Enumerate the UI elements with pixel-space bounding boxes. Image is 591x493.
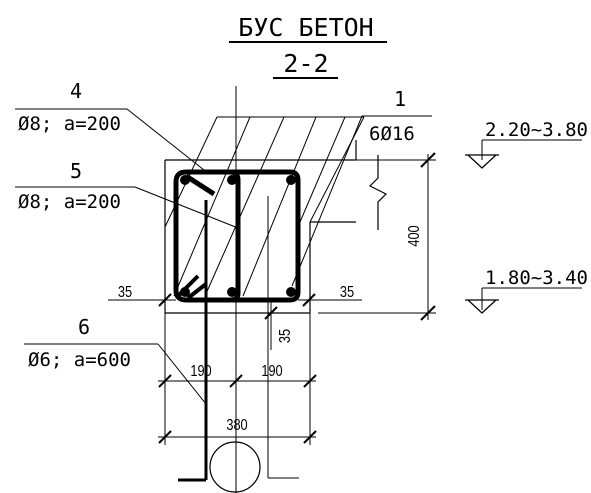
dim-half-right: 190 [261,363,282,381]
callout-4-number: 4 [70,79,82,103]
level-mark-top: 2.20~3.80 [465,119,588,169]
callout-1-spec: 6Ø16 [369,123,415,145]
callout-1-pointer [291,115,363,287]
title-section: 2-2 [283,49,328,78]
callout-6-number: 6 [78,315,90,339]
stirrup-4 [173,169,241,303]
callout-4-spec: Ø8; a=200 [18,113,121,135]
dim-cover-right: 35 [340,284,354,302]
dim-height: 400 [406,225,424,246]
beam-outline [164,140,388,314]
level-top-label: 2.20~3.80 [485,119,588,141]
break-symbol [368,155,388,230]
width-dims [158,313,317,445]
pipe-circle [209,441,261,493]
callout-6-spec: Ø6; a=600 [28,349,131,371]
stirrup-5 [232,169,301,303]
dim-half-left: 190 [190,363,211,381]
longitudinal-bars [180,175,296,297]
callout-5-spec: Ø8; a=200 [18,191,121,213]
level-bottom-label: 1.80~3.40 [485,267,588,289]
dim-cover-bottom: 35 [277,329,295,343]
callout-5-number: 5 [70,159,82,183]
callout-6-pointer [157,343,207,405]
callout-4-pointer [126,108,205,171]
slab-hatch [164,116,365,297]
dim-cover-left: 35 [118,284,132,302]
height-dimension [318,152,436,321]
callout-1-number: 1 [394,87,406,111]
cover-dims [108,293,362,350]
stirrup-hook-top [184,173,216,197]
level-mark-bottom: 1.80~3.40 [465,267,588,314]
dim-total-width: 380 [226,417,247,435]
callout-5-pointer [134,186,239,229]
stirrup-hook-bottom-2 [186,282,208,300]
title-main: БУС БЕТОН [238,13,373,42]
